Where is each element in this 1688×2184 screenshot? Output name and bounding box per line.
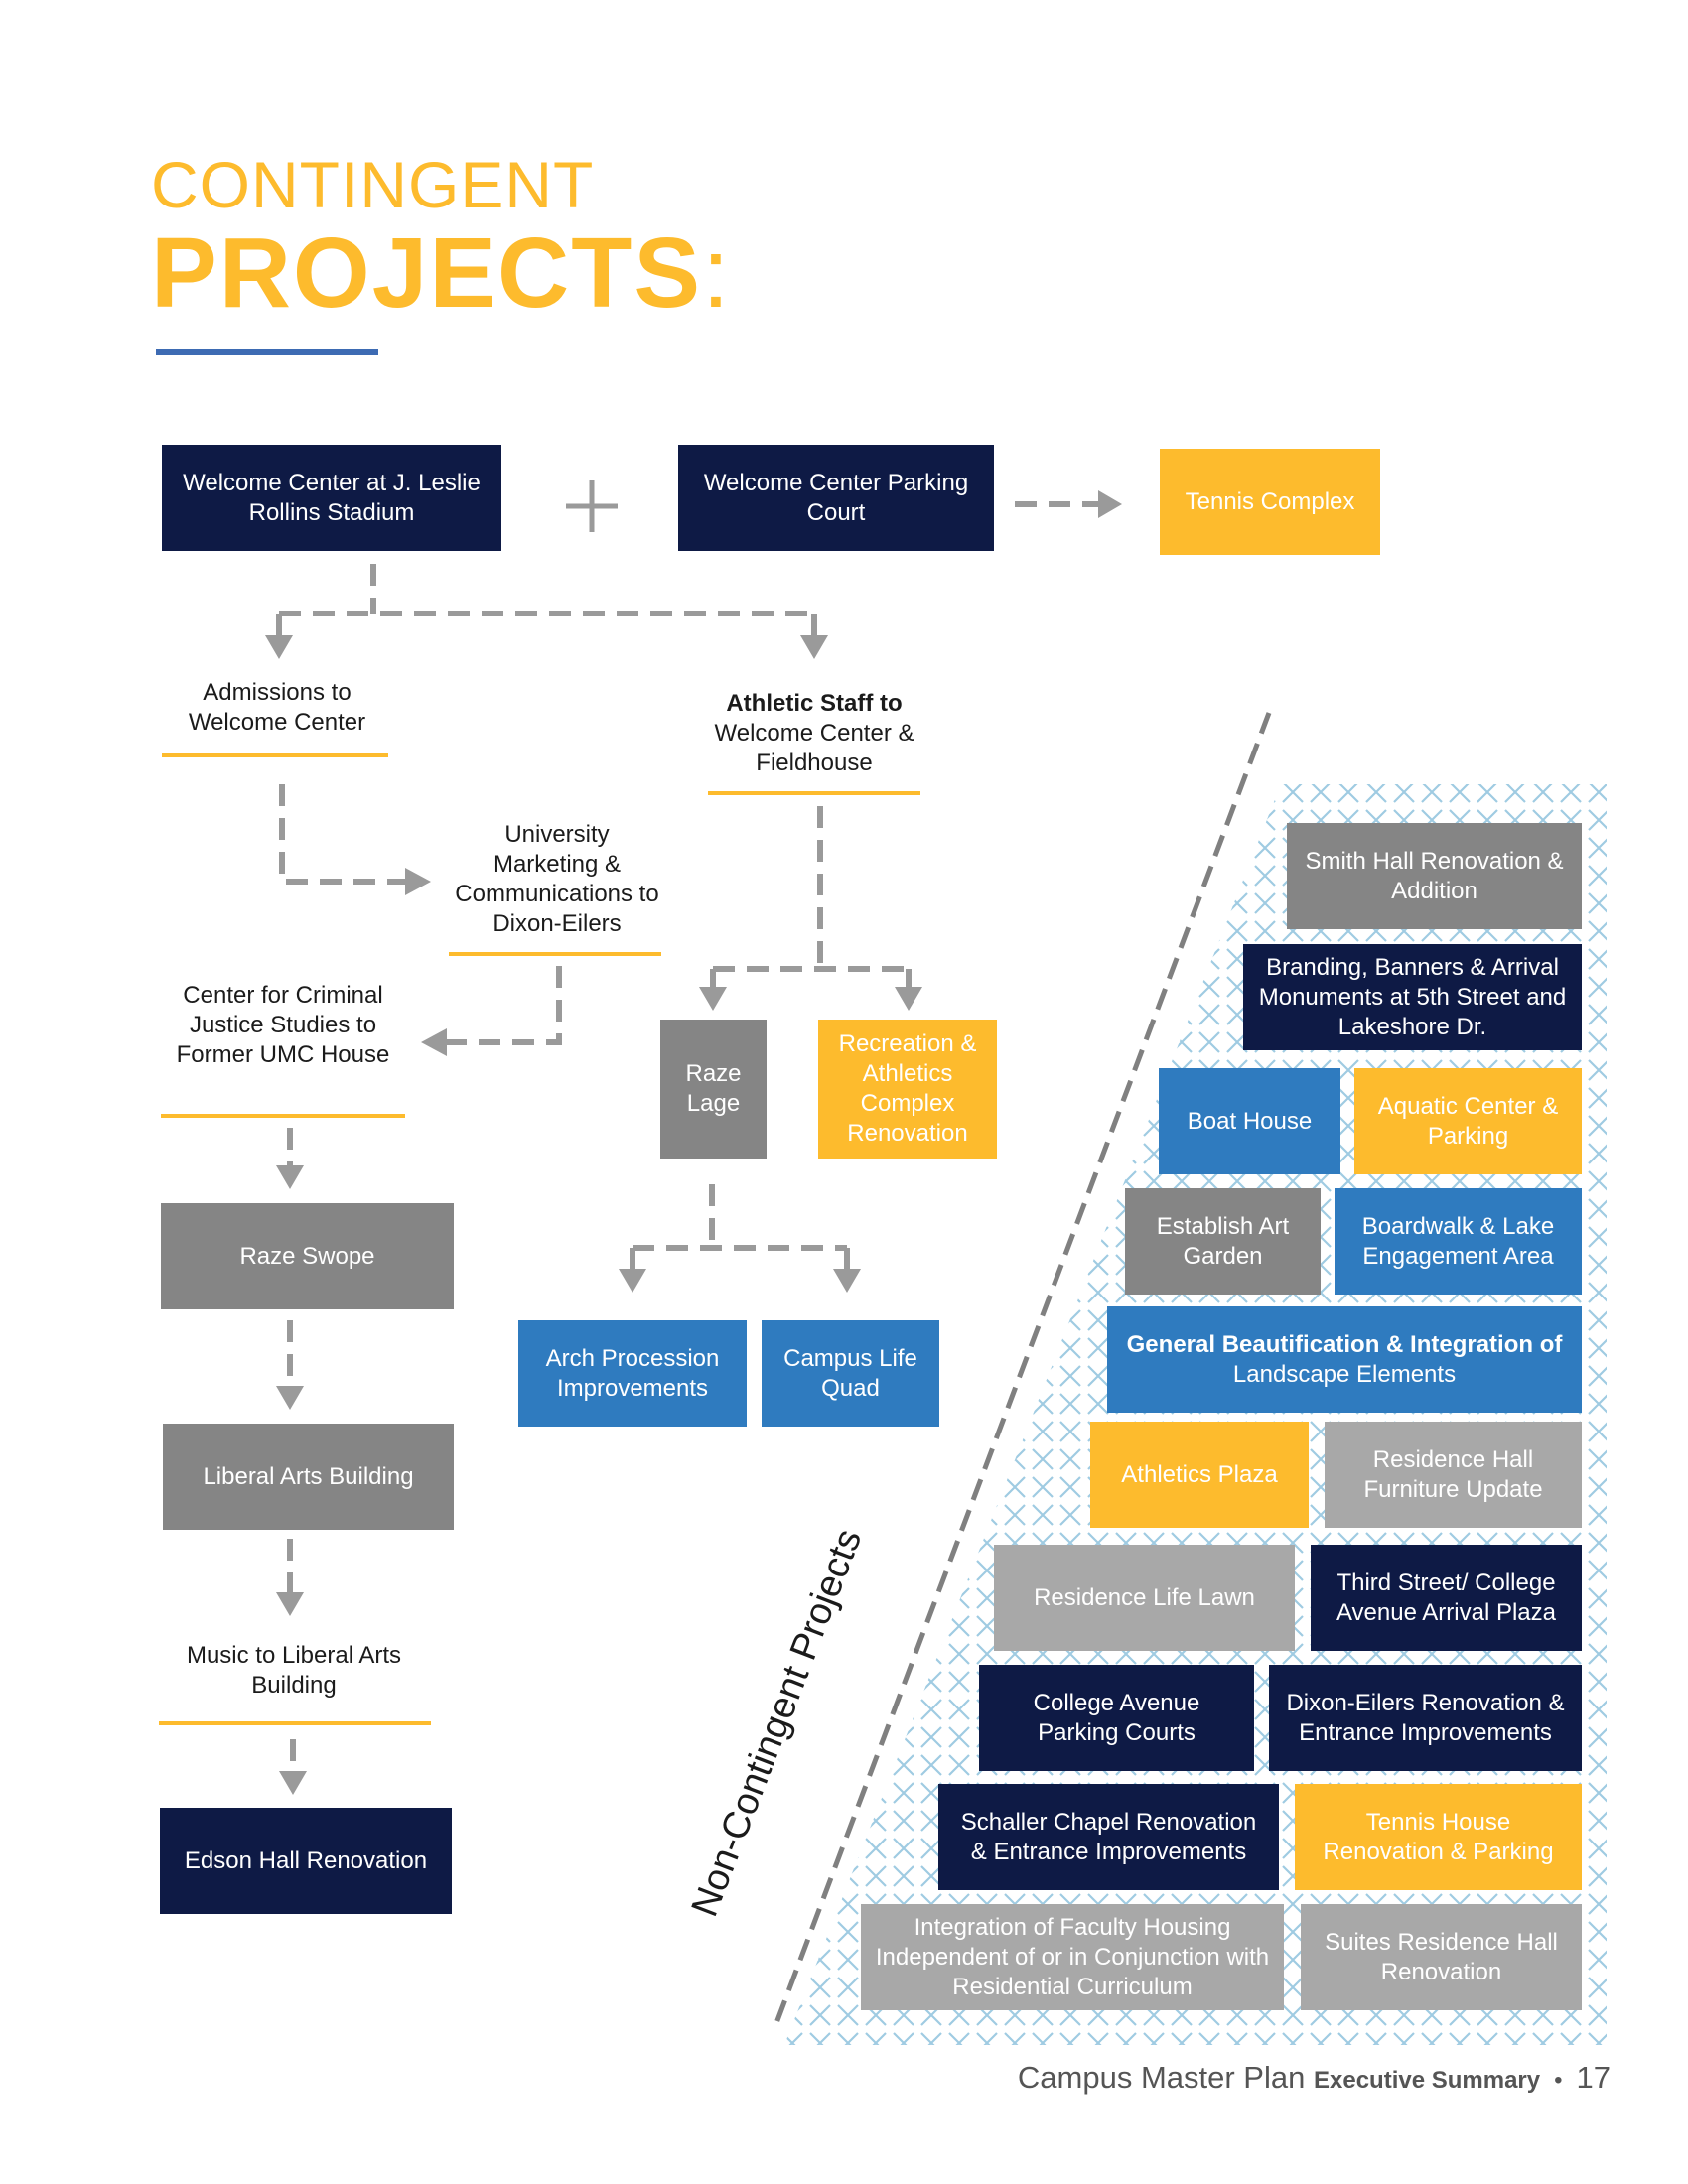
arrowhead-icon (895, 987, 922, 1011)
university-marketing-underline (449, 952, 661, 956)
edson-hall-box: Edson Hall Renovation (160, 1808, 452, 1914)
arrow-lage-branch (630, 1184, 850, 1271)
edson-hall-label: Edson Hall Renovation (184, 1846, 428, 1874)
third-street-box: Third Street/ College Avenue Arrival Pla… (1311, 1545, 1582, 1651)
smith-hall-label: Smith Hall Renovation & Addition (1305, 847, 1564, 904)
arrow-admissions-to-umc (279, 784, 409, 885)
footer-bullet: • (1554, 2067, 1563, 2094)
parking-court-box: Welcome Center Parking Court (678, 445, 994, 551)
arrowhead-icon (619, 1269, 646, 1293)
athletic-staff-rest: Welcome Center & Fieldhouse (714, 720, 914, 776)
tennis-house-box: Tennis House Renovation & Parking (1295, 1784, 1582, 1890)
arrowhead-icon (276, 1386, 304, 1410)
arrowhead-icon (405, 868, 431, 895)
raze-swope-label: Raze Swope (239, 1242, 375, 1270)
arrow-umc-to-cj (445, 966, 562, 1045)
arrowhead-icon (800, 635, 828, 659)
admissions-underline (162, 753, 388, 757)
tennis-house-label: Tennis House Renovation & Parking (1323, 1808, 1554, 1865)
arrow-welcome-branch (276, 564, 817, 637)
footer: Campus Master Plan Executive Summary • 17 (1018, 2060, 1611, 2096)
criminal-justice-underline (161, 1114, 405, 1118)
suites-residence-box: Suites Residence Hall Renovation (1301, 1904, 1582, 2010)
arrowhead-icon (276, 1165, 304, 1189)
suites-residence-label: Suites Residence Hall Renovation (1325, 1928, 1558, 1985)
arrowhead-icon (833, 1269, 861, 1293)
raze-swope-box: Raze Swope (161, 1203, 454, 1309)
recreation-box: Recreation & Athletics Complex Renovatio… (818, 1020, 997, 1159)
art-garden-box: Establish Art Garden (1125, 1188, 1321, 1295)
third-street-label: Third Street/ College Avenue Arrival Pla… (1336, 1569, 1556, 1626)
athletic-staff-label: Athletic Staff to Welcome Center & Fieldh… (695, 689, 933, 778)
faculty-housing-label: Integration of Faculty Housing Independe… (875, 1913, 1270, 2000)
athletic-staff-bold: Athletic Staff to (726, 690, 903, 717)
branding-label: Branding, Banners & Arrival Monuments at… (1258, 953, 1567, 1040)
arrowhead-icon (265, 635, 293, 659)
aquatic-center-label: Aquatic Center & Parking (1377, 1092, 1559, 1150)
tennis-complex-box: Tennis Complex (1160, 449, 1380, 555)
liberal-arts-box: Liberal Arts Building (163, 1424, 454, 1530)
music-underline (159, 1721, 431, 1725)
arrowhead-icon (279, 1771, 307, 1795)
boat-house-box: Boat House (1159, 1068, 1340, 1174)
liberal-arts-label: Liberal Arts Building (203, 1462, 414, 1490)
athletics-plaza-label: Athletics Plaza (1121, 1460, 1278, 1488)
divider-line (774, 712, 1272, 2024)
residence-lawn-label: Residence Life Lawn (1034, 1583, 1255, 1611)
arch-procession-box: Arch Procession Improvements (518, 1320, 747, 1427)
arrowhead-icon (1098, 490, 1122, 518)
footer-summary: Executive Summary (1313, 2067, 1541, 2094)
athletic-staff-underline (708, 791, 920, 795)
college-avenue-box: College Avenue Parking Courts (979, 1665, 1254, 1771)
campus-life-quad-box: Campus Life Quad (762, 1320, 939, 1427)
branding-box: Branding, Banners & Arrival Monuments at… (1243, 944, 1582, 1050)
dixon-eilers-box: Dixon-Eilers Renovation & Entrance Impro… (1269, 1665, 1582, 1771)
welcome-center-box: Welcome Center at J. Leslie Rollins Stad… (162, 445, 501, 551)
page-title: PROJECTS: (151, 216, 732, 331)
recreation-label: Recreation & Athletics Complex Renovatio… (838, 1030, 977, 1147)
faculty-housing-box: Integration of Faculty Housing Independe… (861, 1904, 1284, 2010)
title-accent-rule (156, 349, 378, 355)
arrowhead-icon (699, 987, 727, 1011)
raze-lage-box: Raze Lage (660, 1020, 767, 1159)
music-label: Music to Liberal Arts Building (186, 1642, 402, 1699)
aquatic-center-box: Aquatic Center & Parking (1354, 1068, 1582, 1174)
beautification-bold: General Beautification & Integration of (1126, 1330, 1563, 1358)
admissions-label: Admissions to Welcome Center (188, 679, 366, 736)
residence-furniture-box: Residence Hall Furniture Update (1325, 1422, 1582, 1528)
art-garden-label: Establish Art Garden (1156, 1212, 1290, 1270)
dixon-eilers-label: Dixon-Eilers Renovation & Entrance Impro… (1286, 1689, 1565, 1746)
tennis-complex-label: Tennis Complex (1185, 487, 1355, 515)
schaller-chapel-label: Schaller Chapel Renovation & Entrance Im… (960, 1808, 1257, 1865)
residence-furniture-label: Residence Hall Furniture Update (1363, 1445, 1543, 1503)
parking-court-label: Welcome Center Parking Court (703, 469, 969, 526)
arch-procession-label: Arch Procession Improvements (545, 1344, 720, 1402)
criminal-justice-label: Center for Criminal Justice Studies to F… (176, 982, 390, 1068)
footer-plan: Campus Master Plan (1017, 2060, 1306, 2095)
title-line1: CONTINGENT (151, 148, 595, 221)
title-line2: PROJECTS (151, 217, 703, 329)
university-marketing-label: University Marketing & Communications to… (455, 821, 659, 937)
arrowhead-icon (276, 1592, 304, 1616)
boardwalk-box: Boardwalk & Lake Engagement Area (1335, 1188, 1582, 1295)
athletics-plaza-box: Athletics Plaza (1090, 1422, 1309, 1528)
raze-lage-label: Raze Lage (685, 1060, 742, 1117)
boat-house-label: Boat House (1187, 1107, 1313, 1135)
page-number: 17 (1576, 2060, 1611, 2095)
college-avenue-label: College Avenue Parking Courts (1033, 1689, 1200, 1746)
beautification-rest: Landscape Elements (1232, 1360, 1457, 1388)
arrow-athletic-branch (710, 806, 912, 989)
schaller-chapel-box: Schaller Chapel Renovation & Entrance Im… (938, 1784, 1279, 1890)
title-colon: : (702, 217, 732, 329)
welcome-center-label: Welcome Center at J. Leslie Rollins Stad… (183, 469, 481, 526)
arrowhead-icon (421, 1028, 447, 1056)
boardwalk-label: Boardwalk & Lake Engagement Area (1361, 1212, 1555, 1270)
residence-lawn-box: Residence Life Lawn (994, 1545, 1295, 1651)
smith-hall-box: Smith Hall Renovation & Addition (1287, 823, 1582, 929)
campus-life-quad-label: Campus Life Quad (783, 1344, 917, 1402)
